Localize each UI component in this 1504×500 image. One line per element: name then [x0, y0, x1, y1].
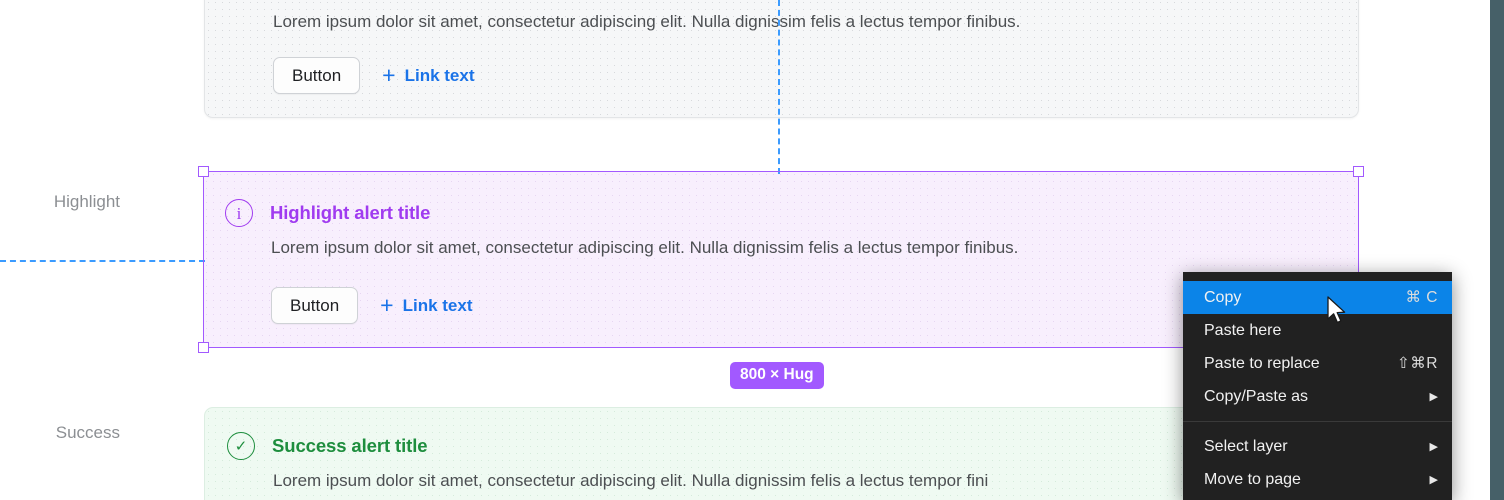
menu-item-move-to-page[interactable]: Move to page ▶ [1183, 463, 1452, 496]
menu-item-label: Paste to replace [1204, 354, 1320, 372]
alert-button[interactable]: Button [271, 287, 359, 324]
alert-link-label: Link text [404, 65, 475, 85]
alert-title: Success alert title [272, 435, 428, 456]
alert-link-label: Link text [402, 295, 473, 315]
check-circle-icon: ✓ [227, 432, 255, 460]
menu-item-copy[interactable]: Copy ⌘ C [1183, 281, 1452, 314]
alert-body-text: Lorem ipsum dolor sit amet, consectetur … [271, 238, 1019, 257]
alert-link[interactable]: + Link text [380, 287, 472, 324]
alert-button[interactable]: Button [273, 57, 361, 94]
menu-item-paste-here[interactable]: Paste here [1183, 314, 1452, 347]
plus-icon: + [382, 62, 396, 88]
submenu-arrow-icon: ▶ [1429, 391, 1438, 403]
menu-item-select-layer[interactable]: Select layer ▶ [1183, 430, 1452, 463]
menu-separator [1183, 421, 1452, 422]
menu-item-label: Move to page [1204, 470, 1301, 488]
submenu-arrow-icon: ▶ [1429, 474, 1438, 486]
plus-icon: + [380, 292, 394, 318]
menu-item-copy-paste-as[interactable]: Copy/Paste as ▶ [1183, 380, 1452, 413]
alert-card-neutral[interactable]: Lorem ipsum dolor sit amet, consectetur … [204, 0, 1359, 118]
submenu-arrow-icon: ▶ [1429, 441, 1438, 453]
alert-body-text: Lorem ipsum dolor sit amet, consectetur … [273, 471, 989, 490]
row-label-success: Success [55, 423, 120, 442]
menu-item-shortcut: ⌘ C [1405, 289, 1438, 306]
menu-item-paste-to-replace[interactable]: Paste to replace ⇧⌘R [1183, 347, 1452, 380]
context-menu[interactable]: Copy ⌘ C Paste here Paste to replace ⇧⌘R… [1183, 272, 1452, 500]
info-glyph: i [236, 203, 242, 223]
check-glyph: ✓ [234, 437, 248, 455]
menu-item-shortcut: ⇧⌘R [1396, 355, 1438, 372]
alert-card-success[interactable]: ✓ Success alert title Lorem ipsum dolor … [204, 407, 1359, 500]
alignment-guide-vertical [778, 0, 780, 174]
size-badge: 800 × Hug [730, 362, 824, 389]
menu-item-label: Copy [1204, 288, 1242, 306]
right-panel-edge [1490, 0, 1504, 500]
alert-card-highlight[interactable]: i Highlight alert title Lorem ipsum dolo… [203, 171, 1359, 348]
menu-item-label: Copy/Paste as [1204, 387, 1309, 405]
alignment-guide-horizontal [0, 260, 205, 262]
mouse-cursor-icon [1327, 296, 1346, 324]
alert-body-text: Lorem ipsum dolor sit amet, consectetur … [273, 12, 1021, 31]
menu-item-label: Select layer [1204, 437, 1288, 455]
info-circle-icon: i [225, 199, 253, 227]
menu-item-label: Paste here [1204, 321, 1282, 339]
alert-title: Highlight alert title [270, 202, 431, 223]
row-label-highlight: Highlight [53, 192, 120, 211]
alert-link[interactable]: + Link text [382, 57, 474, 94]
